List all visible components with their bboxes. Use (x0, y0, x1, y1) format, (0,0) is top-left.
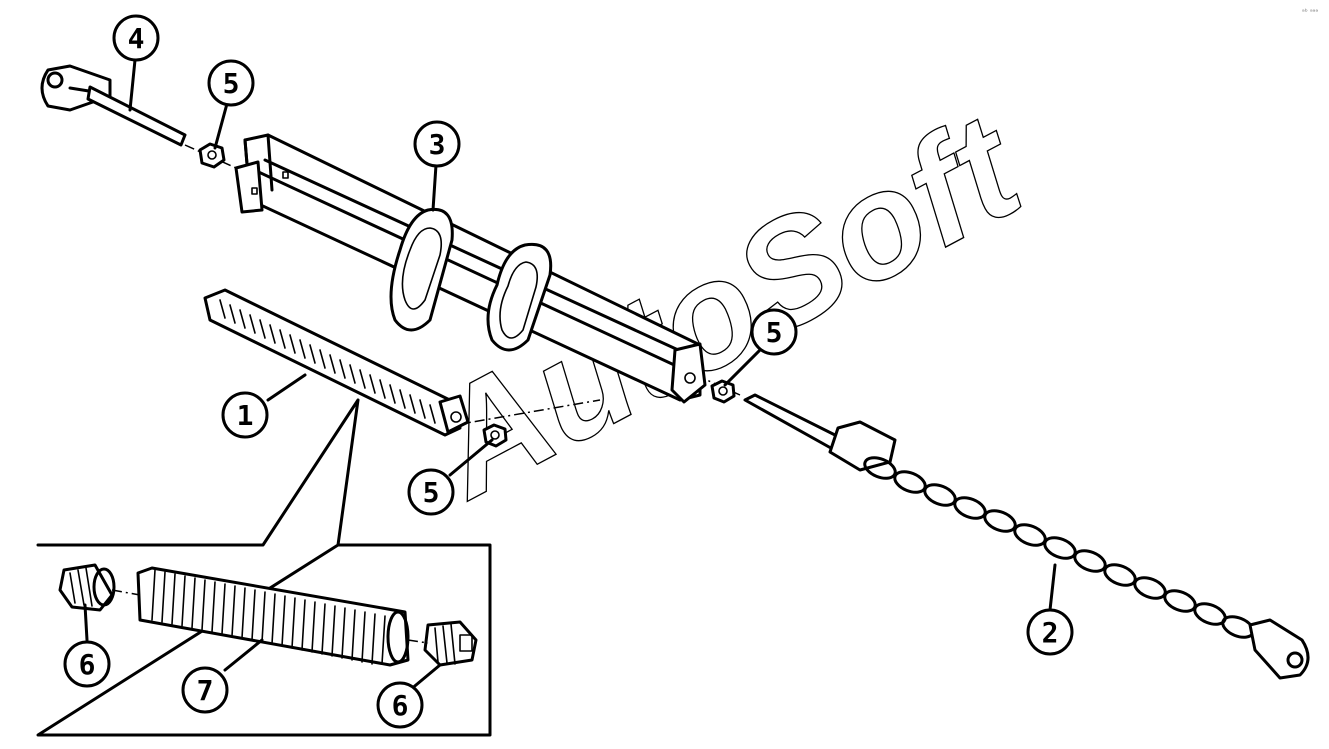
callout-3: 3 (413, 120, 461, 168)
svg-text:3: 3 (429, 128, 446, 161)
leader-lines (83, 58, 1057, 692)
svg-text:1: 1 (237, 399, 254, 432)
callout-7: 7 (181, 666, 229, 714)
part-4-eye-bolt (40, 64, 187, 147)
callout-6-left: 6 (63, 640, 111, 688)
svg-text:5: 5 (223, 67, 240, 100)
callout-6-right: 6 (376, 681, 424, 729)
callout-4: 4 (112, 14, 160, 62)
svg-text:5: 5 (423, 476, 440, 509)
corner-mark: ᵃᵇ ᵃᵃᵃ (1302, 8, 1318, 16)
detail-inset-box (36, 398, 492, 737)
svg-text:6: 6 (79, 648, 96, 681)
callout-2: 2 (1026, 608, 1074, 656)
part-2-chain-assembly (743, 393, 1310, 680)
callout-5-lower: 5 (407, 468, 455, 516)
svg-text:5: 5 (766, 316, 783, 349)
svg-text:7: 7 (197, 674, 214, 707)
callout-5-top: 5 (207, 59, 255, 107)
svg-text:6: 6 (392, 689, 409, 722)
part-6-plug-left (58, 563, 116, 612)
part-3-bracket-housing (234, 133, 707, 404)
callout-5-right: 5 (750, 308, 798, 356)
lower-axis-line (454, 399, 601, 426)
part-5-nut-top (198, 142, 226, 169)
svg-text:4: 4 (128, 22, 145, 55)
part-7-spring (136, 566, 410, 667)
part-6-plug-right (423, 620, 478, 667)
callout-1: 1 (221, 391, 269, 439)
part-1-spring-assembly (203, 288, 470, 437)
part-5-nut-right (710, 379, 736, 404)
svg-text:2: 2 (1042, 616, 1059, 649)
